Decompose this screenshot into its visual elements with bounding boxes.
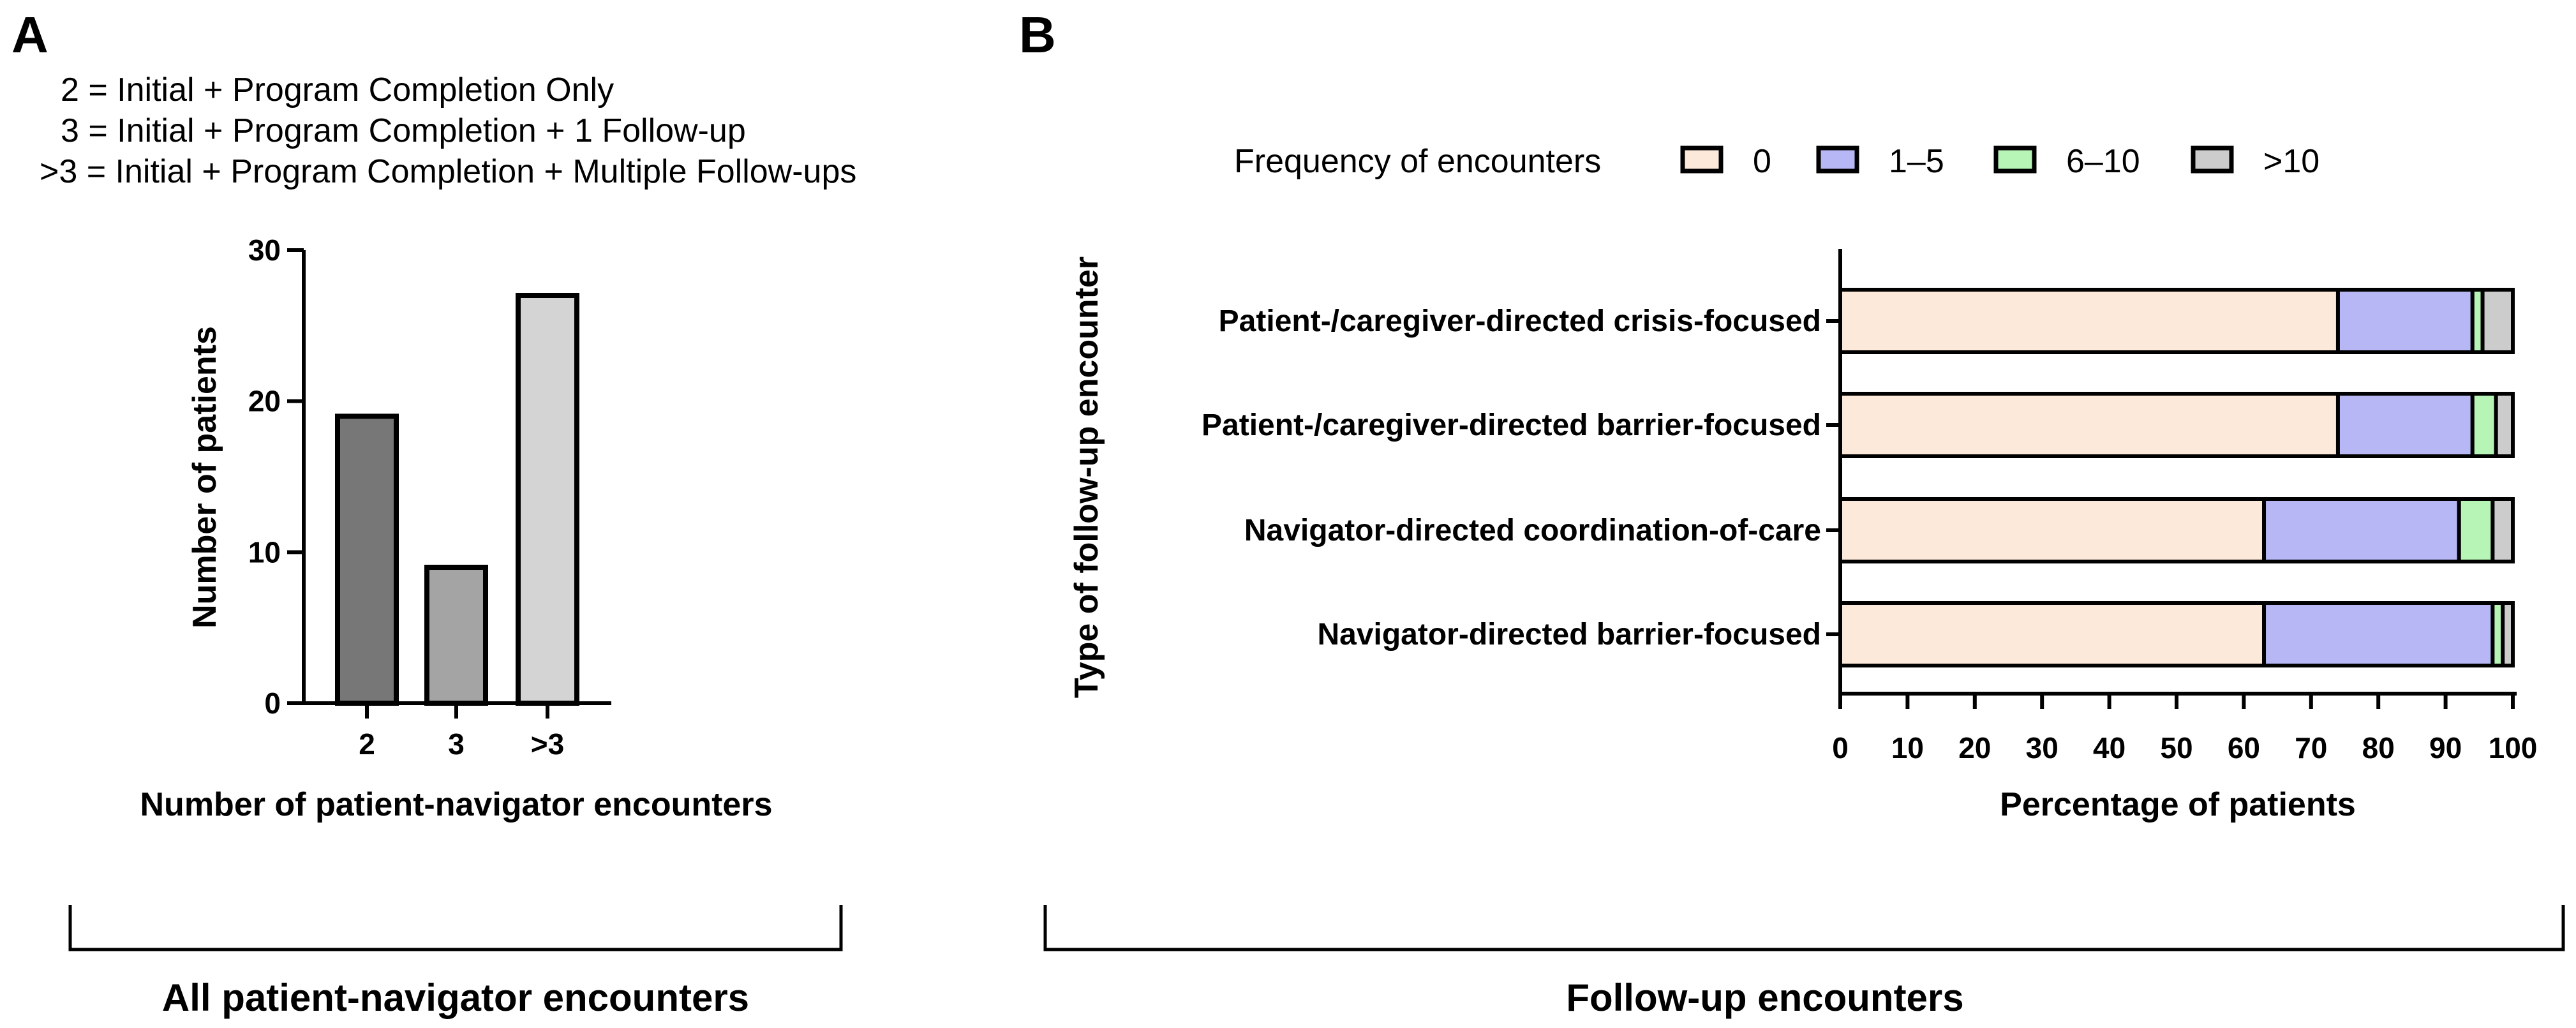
panel-a-bars <box>335 293 579 706</box>
segment-over-ten <box>2480 288 2515 354</box>
panel-b-legend-title: Frequency of encounters <box>1234 143 1601 180</box>
panel-b-y-axis-title: Type of follow-up encounter <box>1068 257 1105 698</box>
panel-a-letter: A <box>11 6 48 63</box>
x-tick-label: 60 <box>2228 731 2260 764</box>
legend-swatch <box>1993 145 2037 174</box>
panel-a-legend-line: >3 = Initial + Program Completion + Mult… <box>40 153 856 190</box>
segment-six-to-ten <box>2470 392 2498 458</box>
panel-b-bars <box>1838 288 2515 667</box>
segment-one-to-five <box>2262 497 2461 563</box>
panel-b-legend: Frequency of encounters 0 1–5 6–10 >10 <box>1234 143 2319 180</box>
segment-zero <box>1838 601 2267 667</box>
panel-a-legend-line: 2 = Initial + Program Completion Only <box>61 71 614 108</box>
panel-a-x-ticks: 2 3 >3 <box>359 703 564 761</box>
x-tick-label: 50 <box>2160 731 2193 764</box>
y-tick-label: 10 <box>248 535 281 569</box>
x-tick-label: 70 <box>2295 731 2327 764</box>
bar-2 <box>335 413 399 706</box>
legend-swatch <box>1816 145 1859 174</box>
legend-label: 1–5 <box>1889 143 1944 180</box>
panel-b-letter: B <box>1019 6 1056 63</box>
legend-label: 6–10 <box>2066 143 2140 180</box>
legend-swatch <box>2191 145 2234 174</box>
segment-over-ten <box>2490 497 2515 563</box>
panel-b-chart: Patient-/caregiver-directed crisis-focus… <box>1068 249 2537 823</box>
panel-a-legend-line: 3 = Initial + Program Completion + 1 Fol… <box>61 112 746 149</box>
panel-a-y-axis-title: Number of patients <box>186 326 223 629</box>
segment-zero <box>1838 392 2340 458</box>
bar-gt3 <box>516 293 579 706</box>
panel-a-bracket: All patient-navigator encounters <box>68 905 843 1019</box>
category-label: Patient-/caregiver-directed crisis-focus… <box>1219 304 1821 338</box>
x-tick-label: 3 <box>448 727 465 761</box>
legend-swatch <box>1680 145 1724 174</box>
x-tick-label: 100 <box>2489 731 2538 764</box>
panel-a-bracket-label: All patient-navigator encounters <box>162 976 749 1019</box>
legend-label: >10 <box>2263 143 2319 180</box>
panel-b-bracket-line <box>1043 905 2565 951</box>
x-tick-label: 0 <box>1832 731 1849 764</box>
x-tick-label: 2 <box>359 727 375 761</box>
panel-b-x-ticks: 0 10 20 30 40 50 60 70 80 90 100 <box>1832 694 2537 764</box>
segment-six-to-ten <box>2457 497 2495 563</box>
panel-a-chart: 0 10 20 30 2 3 >3 Number of patients Number o… <box>140 234 773 823</box>
x-tick-label: >3 <box>531 727 564 761</box>
segment-over-ten <box>2501 601 2515 667</box>
y-tick-label: 0 <box>264 687 281 720</box>
x-tick-label: 40 <box>2093 731 2126 764</box>
x-tick-label: 20 <box>1958 731 1991 764</box>
y-tick-label: 30 <box>248 234 281 267</box>
segment-zero <box>1838 288 2340 354</box>
category-label: Navigator-directed coordination-of-care <box>1244 514 1821 548</box>
panel-a-x-axis-title: Number of patient-navigator encounters <box>140 786 773 823</box>
segment-one-to-five <box>2335 392 2475 458</box>
category-label: Navigator-directed barrier-focused <box>1317 618 1821 652</box>
x-tick-label: 90 <box>2429 731 2462 764</box>
category-label: Patient-/caregiver-directed barrier-focu… <box>1202 408 1821 442</box>
panel-b-bracket: Follow-up encounters <box>1043 905 2565 1019</box>
x-tick-label: 30 <box>2026 731 2059 764</box>
x-tick-label: 80 <box>2362 731 2395 764</box>
panel-a-bracket-line <box>68 905 843 951</box>
panel-a-y-ticks: 0 10 20 30 <box>248 234 304 720</box>
segment-zero <box>1838 497 2267 563</box>
panel-b-bracket-label: Follow-up encounters <box>1566 976 1963 1019</box>
segment-one-to-five <box>2335 288 2475 354</box>
panel-b-x-axis-title: Percentage of patients <box>2000 786 2356 823</box>
x-tick-label: 10 <box>1891 731 1924 764</box>
panel-a-legend: 2 = Initial + Program Completion Only 3 … <box>40 71 856 190</box>
segment-one-to-five <box>2262 601 2495 667</box>
segment-over-ten <box>2494 392 2515 458</box>
bar-3 <box>424 565 488 706</box>
legend-label: 0 <box>1753 143 1771 180</box>
y-tick-label: 20 <box>248 385 281 418</box>
panel-b-category-labels: Patient-/caregiver-directed crisis-focus… <box>1202 304 1840 652</box>
